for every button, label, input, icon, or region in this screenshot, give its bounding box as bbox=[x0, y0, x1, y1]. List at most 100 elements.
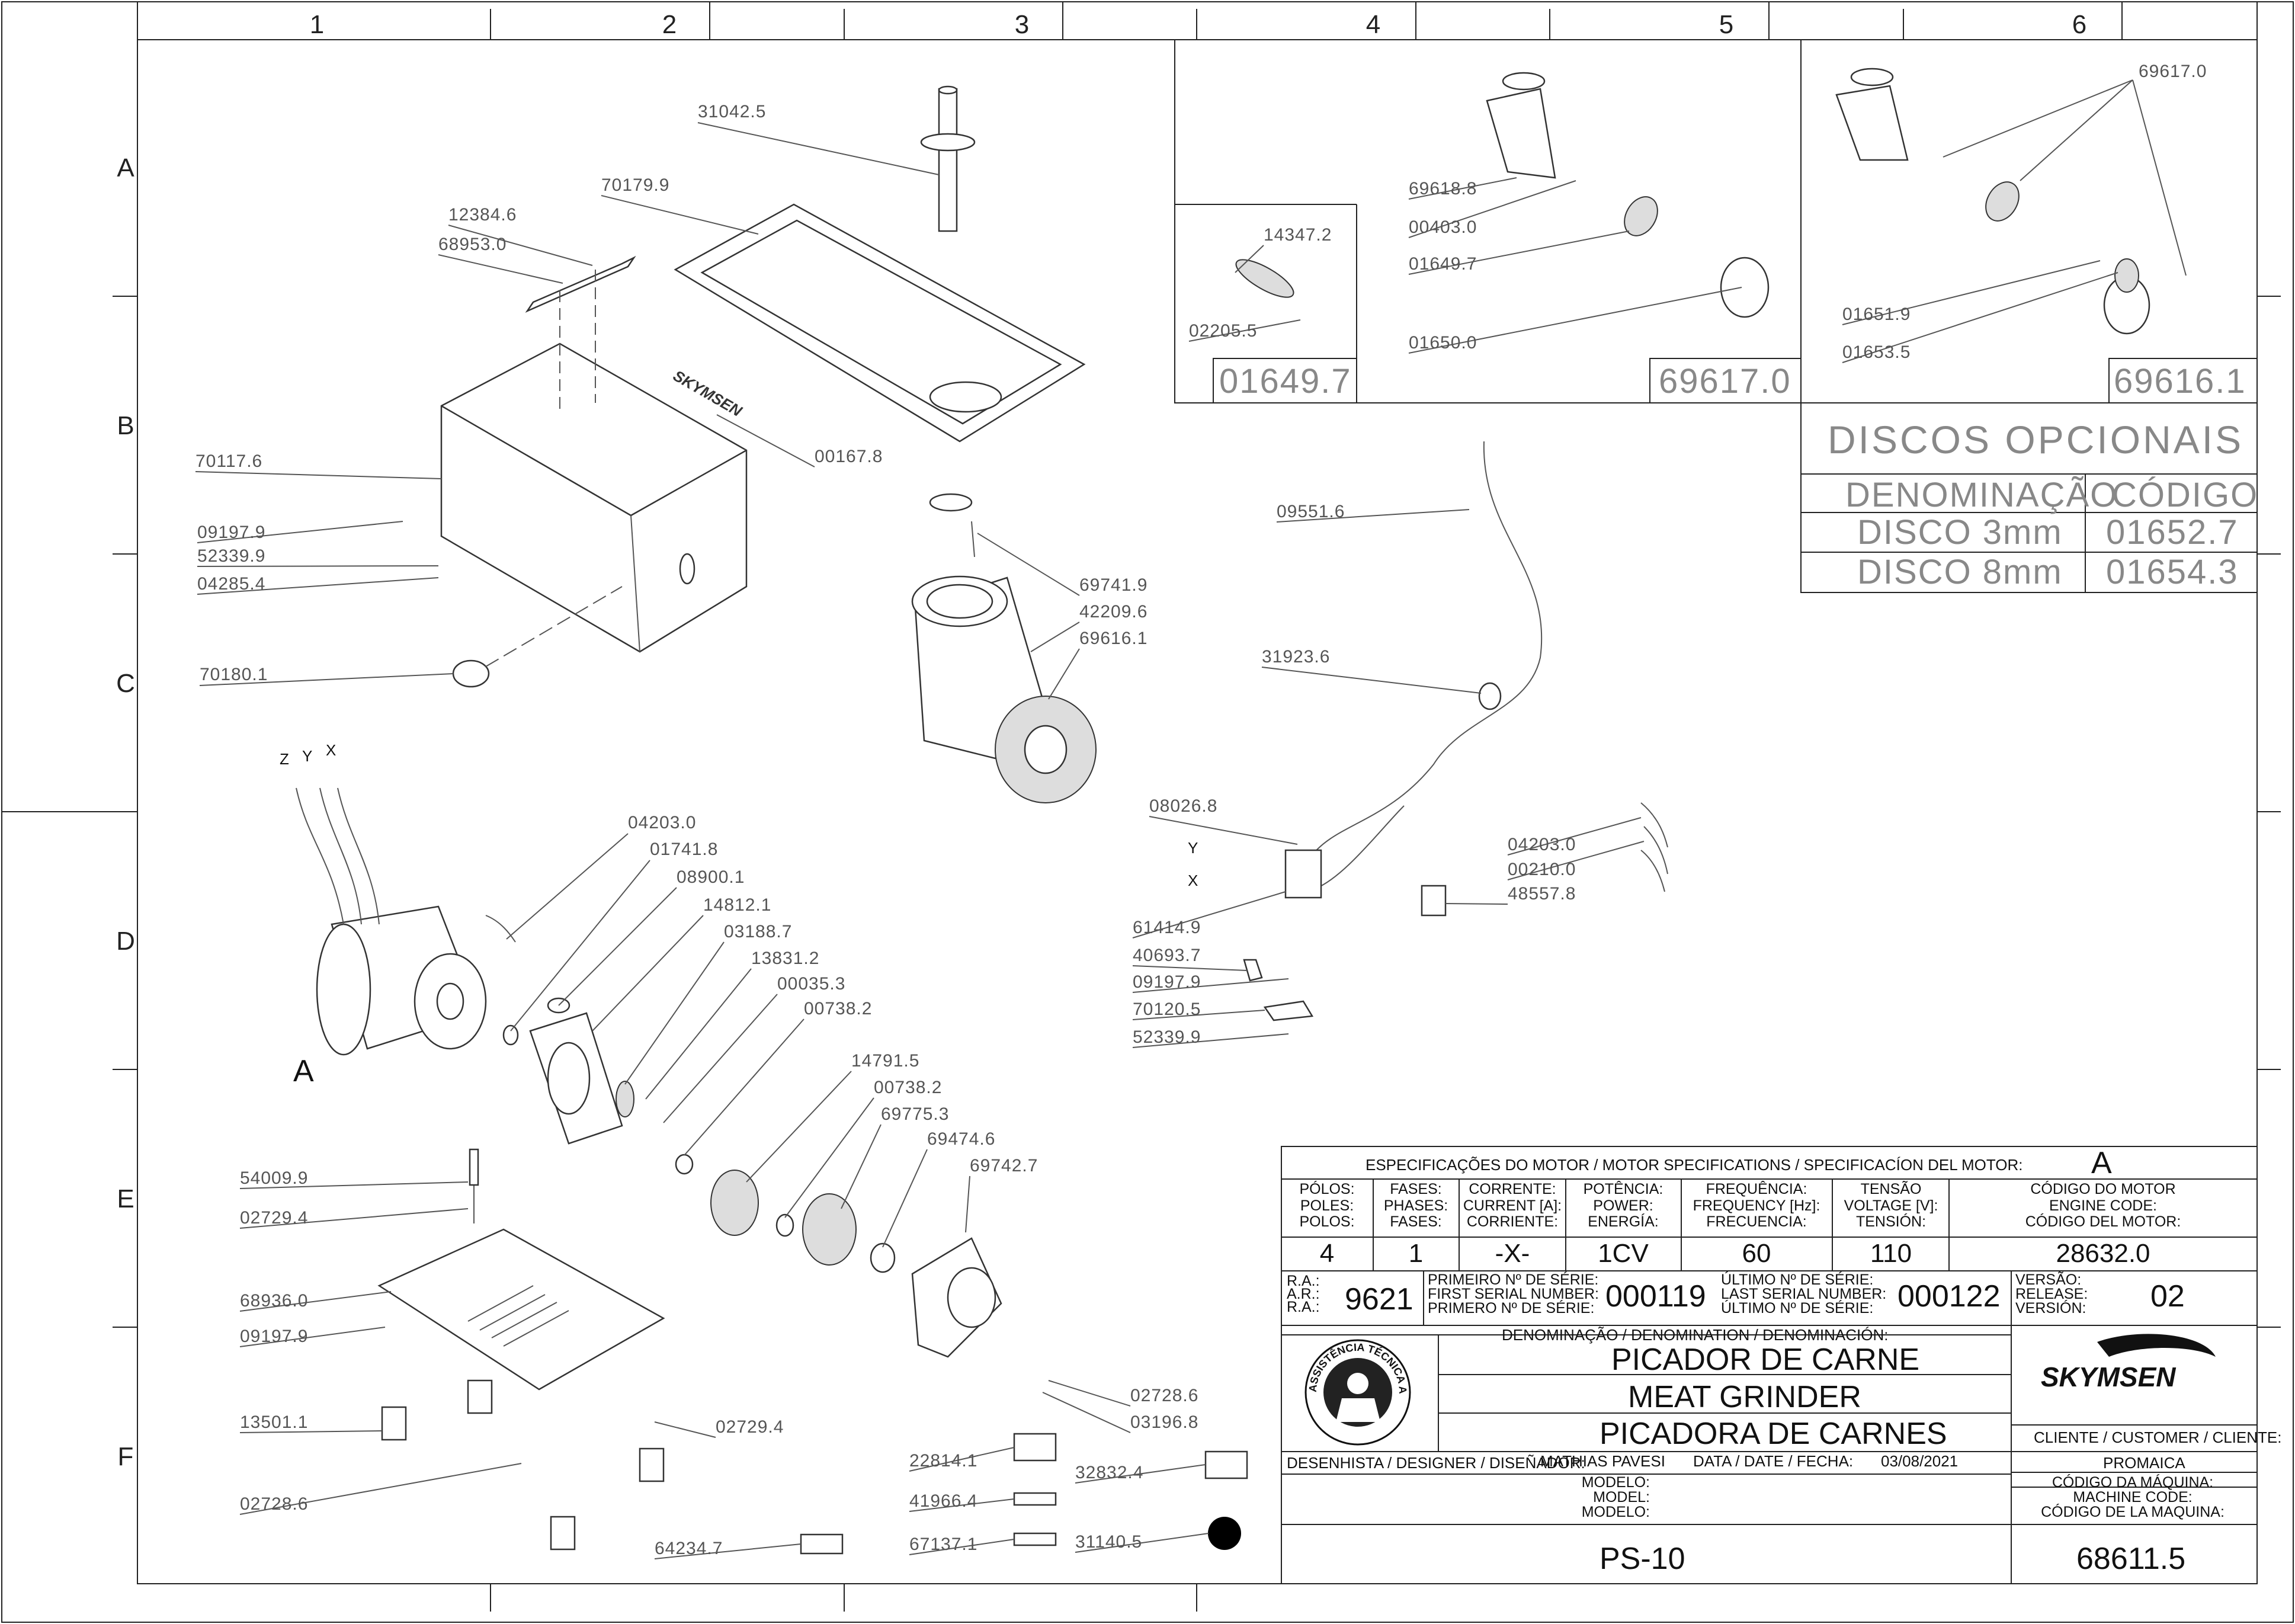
callout: 69616.1 bbox=[1079, 629, 1148, 648]
wire-y-label: Y bbox=[302, 747, 312, 765]
motor-spec-header-label: ENERGÍA: bbox=[1588, 1213, 1658, 1230]
date-label: DATA / DATE / FECHA: bbox=[1693, 1452, 1853, 1470]
callout-labels: 31042.5 70179.9 12384.6 68953.0 70117.6 … bbox=[195, 62, 2207, 1559]
title-block-label: ÚLTIMO Nº DE SÉRIE: bbox=[1721, 1271, 1873, 1288]
callout: 69742.7 bbox=[970, 1156, 1038, 1175]
motor-spec-header-label: CURRENT [A]: bbox=[1463, 1197, 1562, 1214]
title-block-label: MODEL: bbox=[1593, 1489, 1650, 1506]
disc-row-2-code: 01654.3 bbox=[2106, 553, 2239, 591]
motor-spec-header-label: CÓDIGO DEL MOTOR: bbox=[2025, 1213, 2181, 1230]
motor-spec-value: 28632.0 bbox=[2056, 1239, 2150, 1268]
row-label-c: C bbox=[116, 669, 135, 698]
view-a-label: A bbox=[293, 1054, 314, 1088]
disc-row-2-name: DISCO 8mm bbox=[1857, 553, 2063, 591]
title-block-label: R.A.: bbox=[1287, 1273, 1320, 1289]
seal-text: ASSISTÊNCIA TÉCNICA AUTORIZADA bbox=[0, 0, 1409, 1394]
callout: 00738.2 bbox=[874, 1078, 942, 1097]
motor-spec-headers: PÓLOS:POLES:POLOS:FASES:PHASES:FASES:COR… bbox=[1299, 1180, 2181, 1230]
title-block-label: FIRST SERIAL NUMBER: bbox=[1428, 1286, 1599, 1302]
row-label-b: B bbox=[117, 411, 134, 440]
callout: 69775.3 bbox=[881, 1104, 949, 1124]
column-label-4: 4 bbox=[1366, 10, 1380, 39]
discs-col-code: CÓDIGO bbox=[2112, 476, 2258, 514]
hopper-tray bbox=[674, 203, 1086, 443]
machine-code-value: 68611.5 bbox=[2076, 1542, 2185, 1576]
disc-box-2: 69617.0 bbox=[1659, 362, 1791, 401]
disc-row-1-code: 01652.7 bbox=[2106, 513, 2239, 552]
client-value: PROMAICA bbox=[2103, 1454, 2185, 1472]
disc-row-1-name: DISCO 3mm bbox=[1857, 513, 2063, 552]
motor-spec-header-label: POLES: bbox=[1300, 1197, 1354, 1214]
title-block-label: MODELO: bbox=[1582, 1504, 1650, 1520]
callout: 09197.9 bbox=[1133, 972, 1201, 992]
title-block-label: VERSIÓN: bbox=[2015, 1299, 2086, 1317]
base-plate bbox=[377, 1228, 665, 1391]
row-labels: A B C D E F bbox=[116, 153, 135, 1471]
model-value: PS-10 bbox=[1600, 1542, 1685, 1576]
motor-spec-heading-value: A bbox=[2091, 1146, 2112, 1180]
brand-logo: SKYMSEN bbox=[2041, 1362, 2176, 1392]
motor-spec-table: ESPECIFICAÇÕES DO MOTOR / MOTOR SPECIFIC… bbox=[1281, 1146, 2258, 1271]
callout: 01651.9 bbox=[1842, 305, 1911, 324]
column-labels: 1 2 3 4 5 6 bbox=[310, 10, 2086, 39]
callout: 02729.4 bbox=[240, 1208, 308, 1228]
motor-spec-heading: ESPECIFICAÇÕES DO MOTOR / MOTOR SPECIFIC… bbox=[1366, 1156, 2022, 1174]
callout: 70117.6 bbox=[195, 451, 262, 471]
first-serial-value: 000119 bbox=[1605, 1279, 1706, 1314]
motor-spec-header-label: TENSÃO bbox=[1861, 1180, 1922, 1197]
motor-spec-header-label: FREQUENCY [Hz]: bbox=[1693, 1197, 1820, 1214]
row-label-a: A bbox=[117, 153, 134, 182]
callout: 70120.5 bbox=[1133, 1000, 1201, 1019]
callout: 67137.1 bbox=[909, 1535, 977, 1554]
title-block-label: MACHINE CODE: bbox=[2073, 1489, 2192, 1506]
stickers bbox=[800, 1433, 1248, 1555]
column-ticks bbox=[490, 2, 2123, 1612]
callout: 13831.2 bbox=[751, 949, 819, 968]
handle-clip bbox=[525, 255, 636, 415]
row-ticks bbox=[113, 296, 2281, 1328]
title-block-label: CÓDIGO DE LA MAQUINA: bbox=[2041, 1503, 2225, 1520]
motor-spec-header-label: FREQUÊNCIA: bbox=[1706, 1180, 1807, 1197]
title-block-label: ÚLTIMO Nº DE SÉRIE: bbox=[1721, 1299, 1873, 1317]
motor-spec-value: 1CV bbox=[1598, 1239, 1649, 1268]
wire-clip bbox=[485, 915, 516, 943]
title-block-label: PRIMERO Nº DE SÉRIE: bbox=[1428, 1299, 1594, 1317]
callout: 08900.1 bbox=[677, 867, 745, 887]
name-es: PICADORA DE CARNES bbox=[1600, 1417, 1947, 1451]
title-block-label: R.A.: bbox=[1287, 1299, 1320, 1315]
title-block-values: 9621 000119 000122 02 DENOMINAÇÃO / DENO… bbox=[1287, 1279, 2281, 1576]
callout: 69741.9 bbox=[1079, 575, 1148, 595]
callout: 54009.9 bbox=[240, 1168, 308, 1188]
discs-table: DISCOS OPCIONAIS DENOMINAÇÃO CÓDIGO DISC… bbox=[1800, 402, 2258, 593]
disc-box-1: 01649.7 bbox=[1219, 362, 1352, 401]
callout: 69617.0 bbox=[2139, 62, 2207, 81]
title-block-label: MODELO: bbox=[1582, 1474, 1650, 1491]
motor-spec-header-label: FASES: bbox=[1390, 1181, 1442, 1197]
decal-brand-text: SKYMSEN bbox=[670, 367, 745, 421]
discs-title: DISCOS OPCIONAIS bbox=[1828, 418, 2243, 462]
row-label-d: D bbox=[116, 927, 135, 956]
gears bbox=[616, 1081, 896, 1273]
motor-spec-header-label: PHASES: bbox=[1384, 1197, 1448, 1214]
callout: 00035.3 bbox=[777, 974, 845, 994]
last-serial-value: 000122 bbox=[1897, 1279, 2001, 1314]
electrical-harness: Y X bbox=[1188, 441, 1668, 1021]
title-block-label: VERSÃO: bbox=[2015, 1271, 2081, 1288]
name-en: MEAT GRINDER bbox=[1628, 1380, 1861, 1414]
lock-nut bbox=[452, 586, 623, 688]
motor-spec-value: 60 bbox=[1742, 1239, 1771, 1268]
motor-spec-value: 1 bbox=[1409, 1239, 1423, 1268]
callout: 02728.6 bbox=[1130, 1386, 1198, 1405]
motor bbox=[296, 787, 487, 1056]
callout: 02205.5 bbox=[1189, 321, 1257, 341]
column-label-2: 2 bbox=[662, 10, 677, 39]
wire-x-mark: X bbox=[1188, 872, 1198, 889]
callout: 32832.4 bbox=[1075, 1463, 1143, 1482]
designer-value: MATHIAS PAVESI bbox=[1540, 1452, 1665, 1470]
feet bbox=[381, 1148, 665, 1551]
callout: 03196.8 bbox=[1130, 1412, 1198, 1432]
name-pt: PICADOR DE CARNE bbox=[1611, 1343, 1919, 1377]
column-label-3: 3 bbox=[1015, 10, 1029, 39]
